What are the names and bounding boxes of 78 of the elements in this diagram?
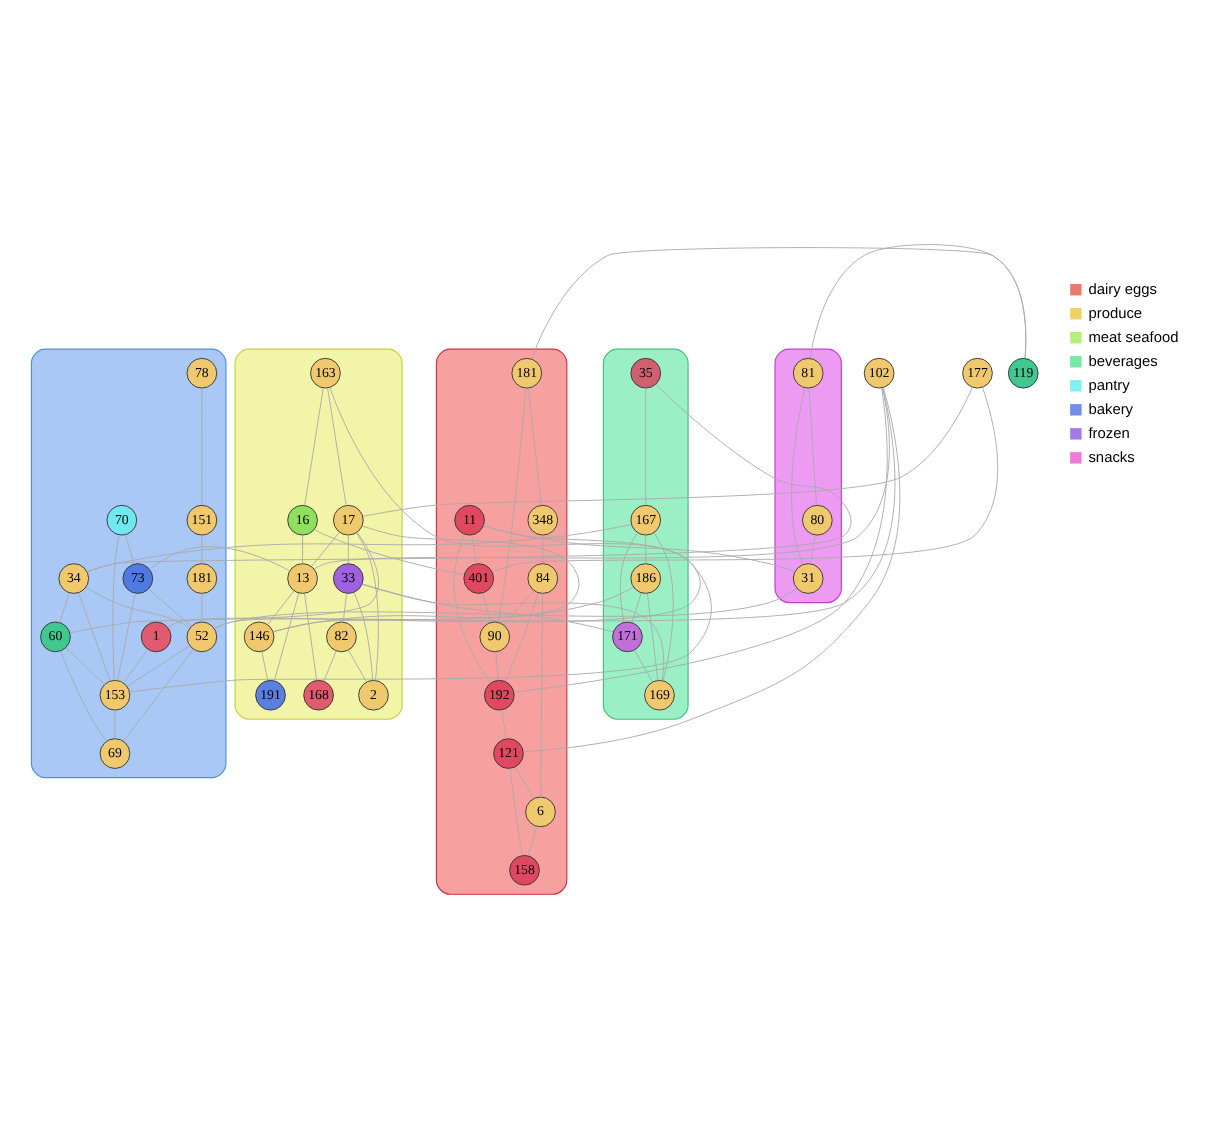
connector — [122, 648, 149, 684]
connector — [631, 592, 642, 623]
connector — [504, 592, 539, 682]
connector — [123, 648, 194, 742]
connector — [272, 387, 896, 633]
cluster — [30, 348, 227, 779]
connector — [645, 534, 647, 564]
connector — [327, 387, 347, 506]
connector — [112, 534, 120, 681]
connector — [273, 592, 300, 681]
connector — [86, 524, 632, 573]
connector — [85, 586, 191, 629]
connector — [167, 525, 580, 628]
connector — [810, 534, 816, 565]
connector — [267, 590, 295, 625]
connector — [527, 387, 542, 506]
connector — [148, 588, 192, 627]
connector — [60, 650, 107, 742]
connector — [353, 591, 374, 681]
cluster — [435, 348, 568, 895]
connector — [653, 532, 674, 681]
connector — [634, 650, 653, 683]
connector — [542, 534, 544, 564]
connector — [311, 532, 340, 567]
connector — [483, 525, 796, 573]
cluster — [602, 348, 689, 720]
connector — [261, 651, 269, 681]
connector — [513, 387, 888, 693]
connector — [149, 546, 291, 572]
connector — [323, 650, 337, 682]
connector — [619, 532, 638, 623]
connector — [361, 583, 665, 681]
cluster — [774, 348, 842, 604]
connector — [646, 593, 659, 681]
connector — [808, 387, 817, 506]
connector — [59, 592, 70, 623]
connector — [201, 387, 203, 506]
connector — [214, 587, 798, 630]
connector — [117, 592, 136, 681]
connector — [347, 534, 349, 564]
connector — [503, 590, 534, 626]
connector — [497, 387, 527, 623]
connector — [272, 586, 634, 633]
connector — [348, 650, 367, 683]
connector — [531, 247, 1027, 360]
connector — [114, 709, 116, 739]
connector — [482, 592, 492, 623]
connector — [342, 593, 348, 623]
connector — [540, 593, 544, 798]
connector — [791, 387, 806, 565]
connector — [65, 647, 106, 685]
connector — [125, 534, 135, 565]
connector — [78, 592, 111, 682]
connector — [129, 387, 712, 693]
connector — [501, 709, 507, 740]
connector — [491, 386, 999, 573]
connector — [515, 766, 534, 799]
connector — [509, 768, 523, 856]
connector — [361, 583, 614, 633]
connector — [304, 593, 318, 681]
connector — [304, 387, 324, 506]
connector — [69, 531, 379, 634]
connector — [495, 651, 499, 681]
connector — [313, 387, 890, 570]
connector — [86, 383, 852, 573]
connector — [453, 533, 492, 684]
connector — [471, 534, 477, 565]
connector — [201, 593, 203, 623]
connector — [126, 645, 191, 687]
connector — [527, 825, 538, 856]
connector — [362, 386, 973, 517]
cluster — [234, 348, 403, 720]
connector — [201, 534, 203, 564]
connector — [302, 534, 303, 564]
connector — [314, 529, 465, 576]
connector — [356, 532, 379, 681]
connector — [522, 387, 901, 753]
connector — [645, 387, 647, 506]
